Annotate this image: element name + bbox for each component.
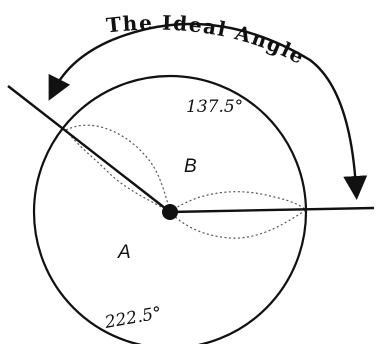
leaf-outline-right [170, 192, 306, 238]
angle-label-lower: 222.5° [102, 303, 163, 333]
angle-line-right [170, 208, 374, 212]
diagram-title: The Ideal Angle [105, 11, 309, 70]
angle-arrow-tail [54, 40, 112, 90]
angle-label-upper: 137.5° [186, 97, 243, 117]
region-label-b: B [184, 156, 197, 177]
angle-line-left [8, 86, 170, 212]
region-label-a: A [117, 242, 131, 263]
center-dot [162, 204, 178, 220]
